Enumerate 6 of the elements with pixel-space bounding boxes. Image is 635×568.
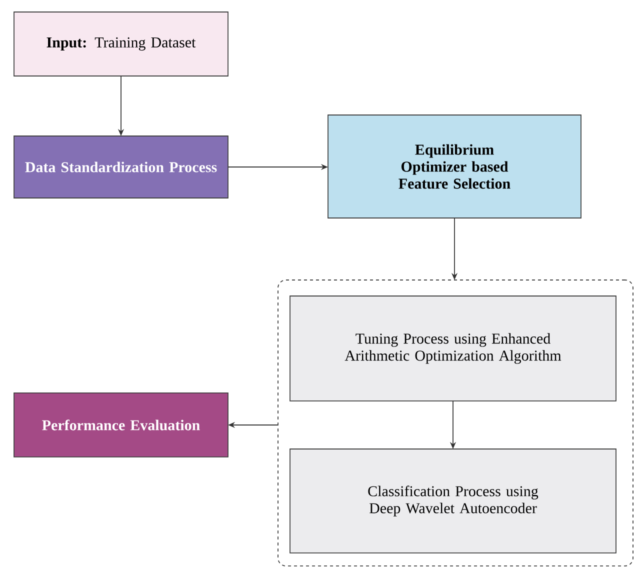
input-box: Input: Training Dataset [14,12,228,76]
process-box: Tuning Process using Enhanced Arithmetic Optimization Algorithm [290,296,616,402]
process-box: Equilibrium Optimizer based Feature Selection [328,114,582,218]
process-box: Classification Process using Deep Wavelet Autoencoder [290,448,616,554]
output-box: Performance Evaluation [14,392,228,458]
process-box: Data Standardization Process [14,136,228,198]
